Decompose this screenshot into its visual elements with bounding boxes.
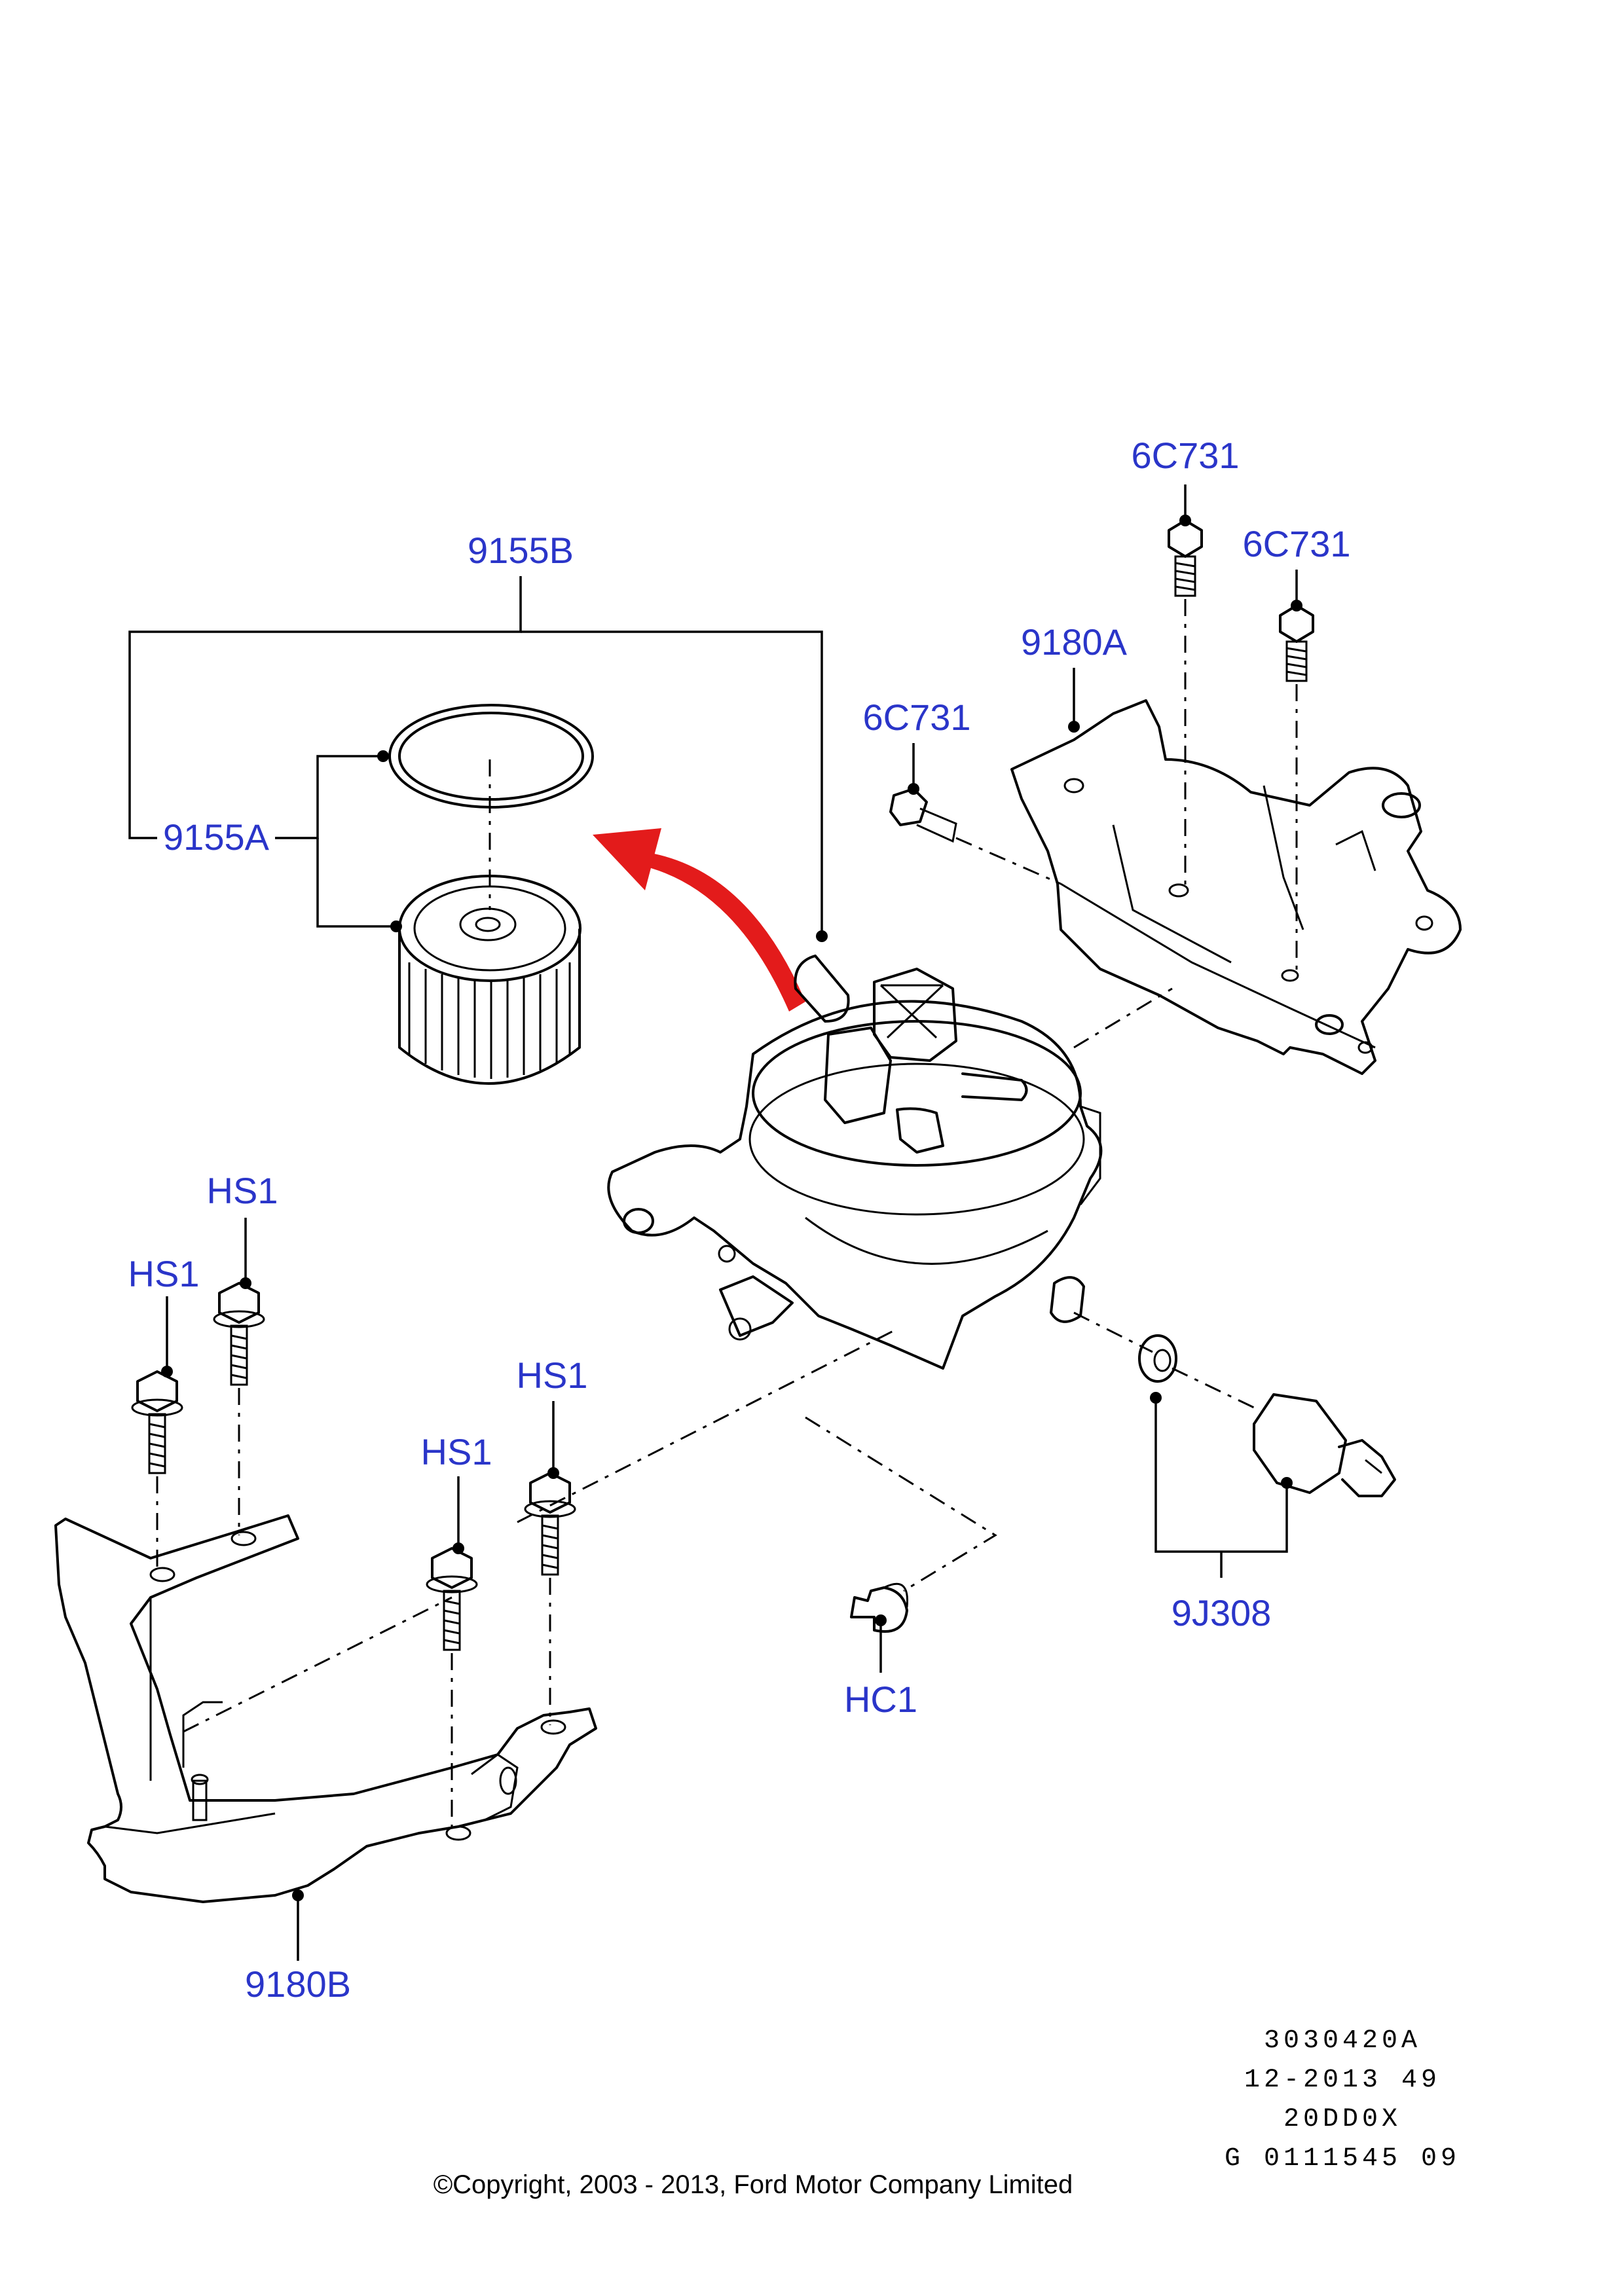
label-9180b: 9180B	[245, 1963, 351, 2005]
label-hs1-c: HS1	[421, 1431, 492, 1472]
axis-washer	[1073, 1311, 1153, 1353]
reference-line-4: G 0111545 09	[1224, 2144, 1461, 2174]
label-9180a: 9180A	[1021, 621, 1128, 663]
axis-bracket-housing-2	[183, 1596, 452, 1733]
sensor-leader	[1150, 1392, 1293, 1578]
axis-sensor	[1172, 1367, 1255, 1409]
label-hs1-d: HS1	[517, 1355, 588, 1396]
label-9155a: 9155A	[163, 816, 270, 858]
lower-bracket	[54, 1514, 597, 1903]
reference-line-3: 20DD0X	[1283, 2105, 1402, 2134]
filter-element-leader	[275, 750, 402, 932]
hose-clip	[850, 1582, 909, 1633]
copyright-notice: ©Copyright, 2003 - 2013, Ford Motor Comp…	[433, 2170, 1073, 2199]
upper-bracket	[1010, 699, 1462, 1075]
label-6c731-1: 6C731	[1131, 435, 1239, 476]
fuel-filter-housing	[607, 955, 1103, 1370]
reference-line-1: 3030420A	[1263, 2026, 1422, 2056]
bolt-6c731-top-2	[1279, 604, 1314, 682]
axis-clip	[805, 1416, 997, 1592]
removal-arrow	[593, 828, 805, 1011]
bolt-hs1-c	[426, 1547, 478, 1651]
label-hs1-b: HS1	[207, 1170, 278, 1211]
label-6c731-3: 6C731	[862, 697, 970, 738]
label-9j308: 9J308	[1172, 1592, 1272, 1633]
axis-bracket-housing-1	[517, 1328, 898, 1523]
label-9155b: 9155B	[468, 530, 574, 571]
label-hc1: HC1	[844, 1679, 917, 1720]
label-hs1-a: HS1	[128, 1253, 200, 1294]
reference-line-2: 12-2013 49	[1244, 2066, 1441, 2095]
filter-element	[398, 875, 581, 1085]
bolt-6c731-side	[889, 788, 957, 843]
bolt-hs1-a	[131, 1370, 183, 1474]
bolt-6c731-top-1	[1168, 519, 1203, 597]
sensor	[1253, 1393, 1396, 1497]
bolt-hs1-b	[213, 1282, 265, 1386]
washer	[1138, 1334, 1177, 1383]
filter-assembly-leader	[128, 576, 828, 942]
label-6c731-2: 6C731	[1242, 523, 1350, 564]
o-ring-seal	[388, 704, 594, 809]
axis-housing-bracket	[1073, 987, 1173, 1049]
bolt-hs1-d	[524, 1472, 576, 1576]
